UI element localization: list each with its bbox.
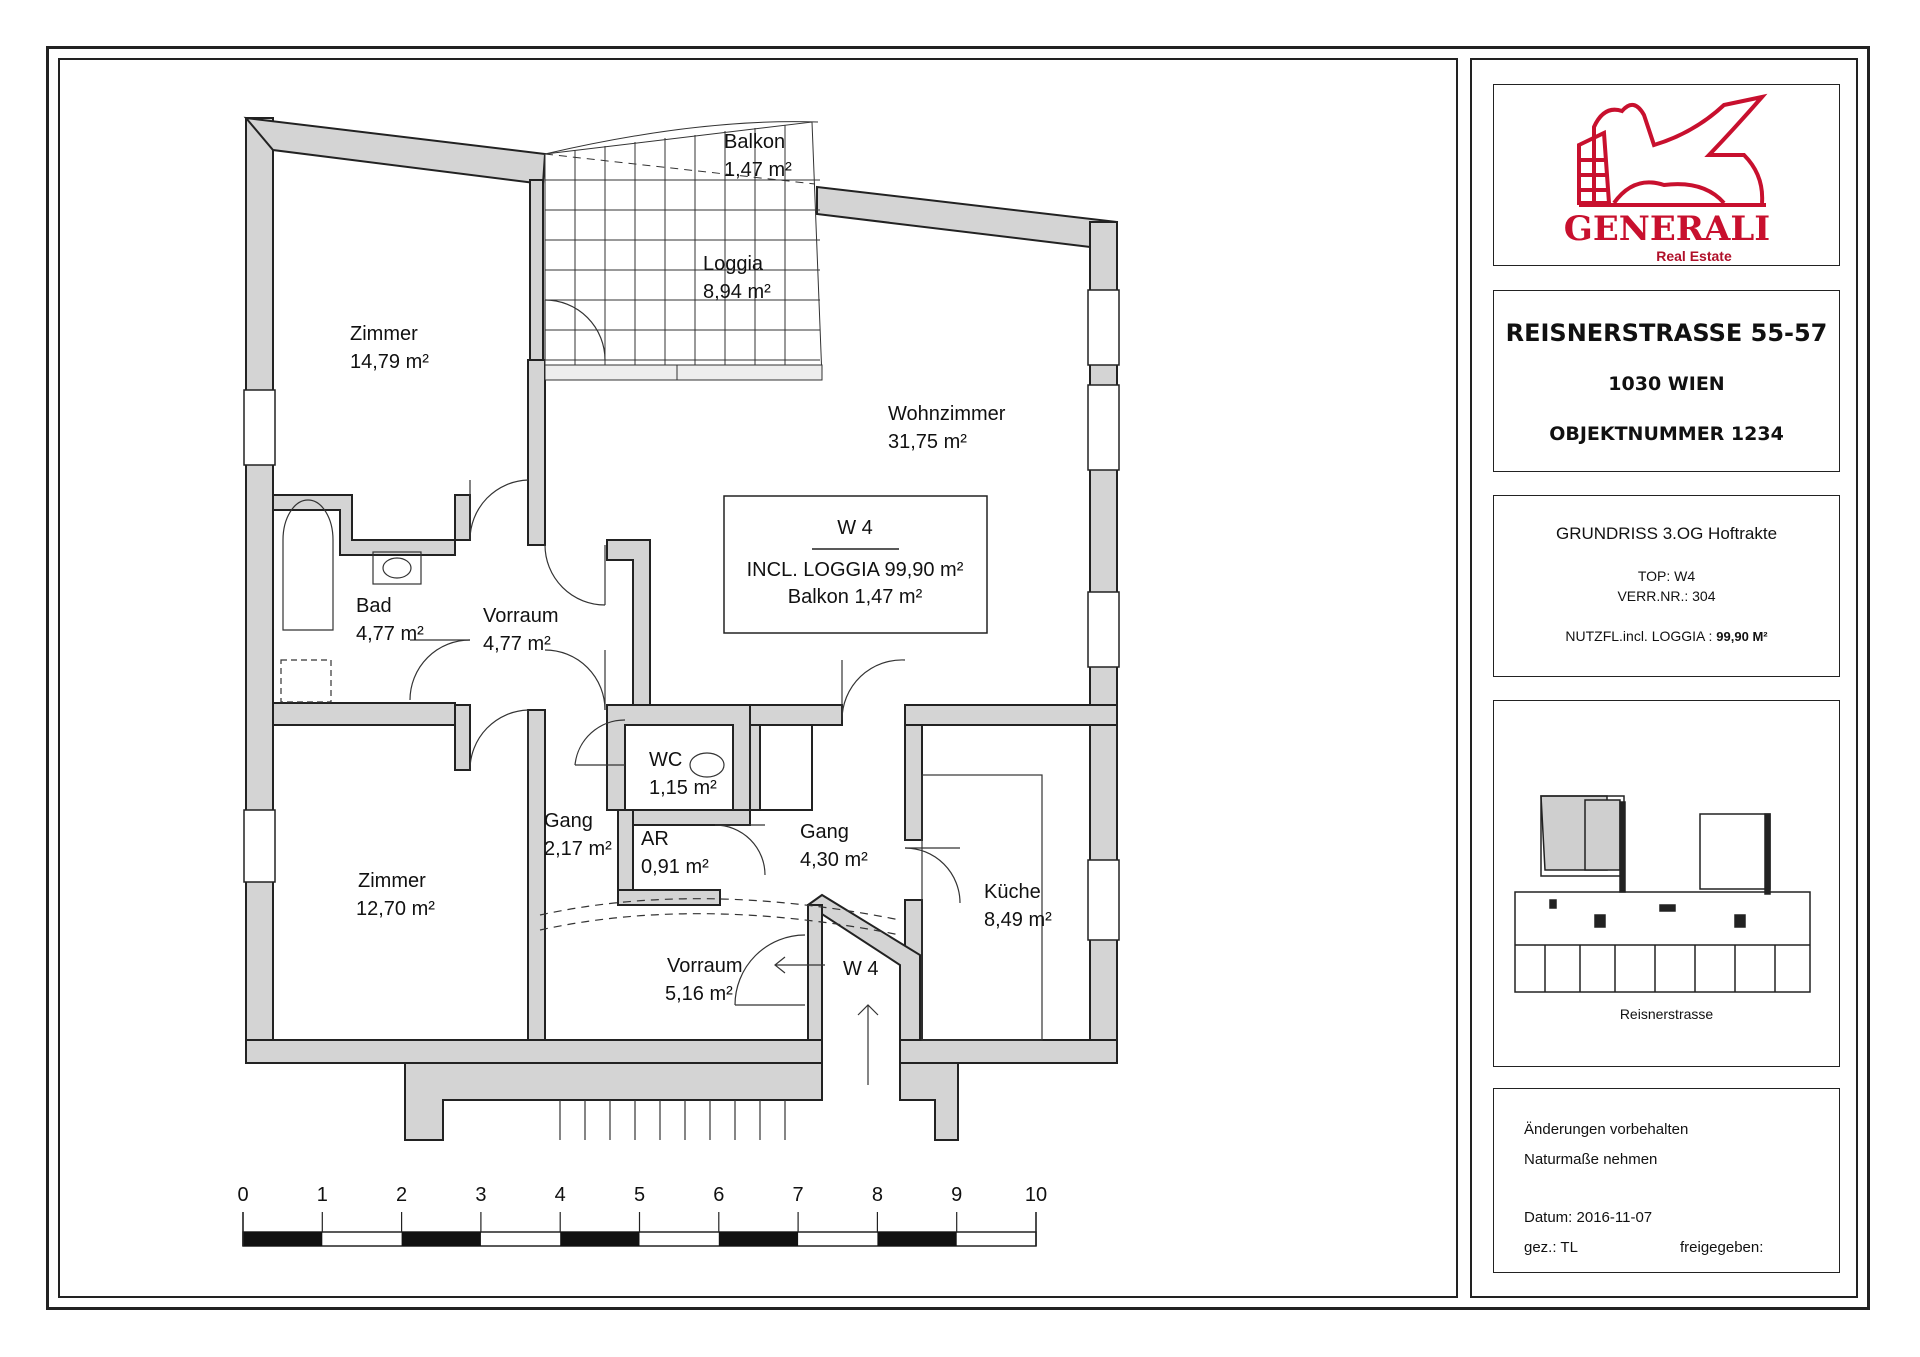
scale-tick-label: 1 [317,1184,328,1206]
summary-loggia: INCL. LOGGIA 99,90 m² [747,559,964,581]
scale-tick-label: 0 [237,1184,248,1206]
keyplan-box: Reisnerstrasse [1493,700,1840,1067]
scale-tick-label: 3 [475,1184,486,1206]
address-object: OBJEKTNUMMER 1234 [1549,423,1784,445]
scale-segment [401,1232,481,1246]
door-swings [409,299,961,1006]
keyplan [1514,795,1811,993]
notes-box: Änderungen vorbehalten Naturmaße nehmen … [1493,1088,1840,1273]
room-name-zimmer-2: Zimmer [358,870,426,892]
room-area-balkon: 1,47 m² [724,159,792,181]
room-name-kueche: Küche [984,881,1041,903]
room-name-wc: WC [649,749,682,771]
room-name-zimmer-1: Zimmer [350,323,418,345]
loggia-tiles [544,121,823,381]
room-name-ar: AR [641,828,669,850]
room-area-zimmer-1: 14,79 m² [350,351,429,373]
room-area-gang-2: 4,30 m² [800,849,868,871]
room-name-gang-2: Gang [800,821,849,843]
nutzfl-value: 99,90 M² [1716,629,1768,644]
room-area-wc: 1,15 m² [649,777,717,799]
scale-tick-labels: 0 1 2 3 4 5 6 7 8 9 10 [237,1184,1047,1246]
room-area-loggia: 8,94 m² [703,281,771,303]
room-area-kueche: 8,49 m² [984,909,1052,931]
address-street: REISNERSTRASSE 55-57 [1505,319,1828,347]
title-block-frame [1470,58,1858,1298]
scale-tick-label: 5 [634,1184,645,1206]
plan-top: TOP: W4 [1637,568,1696,584]
scale-segment [243,1232,323,1246]
room-area-vorraum-1: 4,77 m² [483,633,551,655]
room-name-bad: Bad [356,595,392,617]
room-name-balkon: Balkon [724,131,785,153]
note-approved: freigegeben: [1680,1239,1764,1256]
scale-segment [718,1232,799,1246]
plan-info-box: GRUNDRISS 3.OG Hoftrakte TOP: W4 VERR.NR… [1493,495,1840,677]
generali-lion-logo: GENERALI Real Estate [1564,93,1770,264]
logo-box: GENERALI Real Estate [1493,84,1840,266]
room-area-ar: 0,91 m² [641,856,709,878]
nutzfl-label: NUTZFL.incl. LOGGIA : [1565,628,1713,644]
plan-verr: VERR.NR.: 304 [1617,588,1716,604]
note-changes: Änderungen vorbehalten [1524,1121,1689,1138]
room-area-wohnzimmer: 31,75 m² [888,431,967,453]
room-area-bad: 4,77 m² [356,623,424,645]
scale-bar: 0 1 2 3 4 5 6 7 8 9 10 [237,1184,1047,1247]
logo-sub-text: Real Estate [1656,248,1732,264]
scale-segments [243,1232,957,1246]
keyplan-street-label: Reisnerstrasse [1619,1006,1714,1022]
scale-tick-label: 6 [713,1184,724,1206]
room-name-vorraum-2: Vorraum [667,955,743,977]
address-city: 1030 WIEN [1608,373,1725,395]
room-name-gang-1: Gang [544,810,593,832]
room-area-gang-1: 2,17 m² [544,838,612,860]
note-drawn-by: gez.: TL [1524,1239,1578,1256]
scale-segment [560,1232,640,1246]
scale-tick-label: 9 [951,1184,962,1206]
unit-summary-box: W 4 INCL. LOGGIA 99,90 m² Balkon 1,47 m² [723,495,988,634]
scale-tick-label: 8 [872,1184,883,1206]
plan-title: GRUNDRISS 3.OG Hoftrakte [1555,524,1778,543]
summary-balkon: Balkon 1,47 m² [788,586,923,608]
room-area-vorraum-2: 5,16 m² [665,983,733,1005]
fixtures [280,499,1043,1041]
room-area-zimmer-2: 12,70 m² [356,898,435,920]
note-date: Datum: 2016-11-07 [1524,1209,1653,1226]
entrance-arrows [559,956,879,1140]
scale-tick-label: 4 [555,1184,566,1206]
room-name-loggia: Loggia [703,253,764,275]
window-openings [243,289,1120,941]
scale-tick-label: 7 [793,1184,804,1206]
plan-nutzflaeche: NUTZFL.incl. LOGGIA : 99,90 M² [1494,628,1839,644]
summary-unit: W 4 [837,517,873,539]
plan-frame [58,58,1458,1298]
scale-tick-label: 2 [396,1184,407,1206]
room-name-vorraum-1: Vorraum [483,605,559,627]
room-labels: Balkon 1,47 m² Loggia 8,94 m² Zimmer 14,… [350,131,1052,1005]
entrance-label: W 4 [843,958,879,980]
note-measure: Naturmaße nehmen [1524,1151,1658,1168]
room-name-wohnzimmer: Wohnzimmer [888,403,1006,425]
address-box: REISNERSTRASSE 55-57 1030 WIEN OBJEKTNUM… [1493,290,1840,472]
sheet-border [46,46,1870,1310]
scale-tick-label: 10 [1025,1184,1047,1206]
scale-segment [877,1232,957,1246]
logo-brand-text: GENERALI [1564,209,1770,249]
